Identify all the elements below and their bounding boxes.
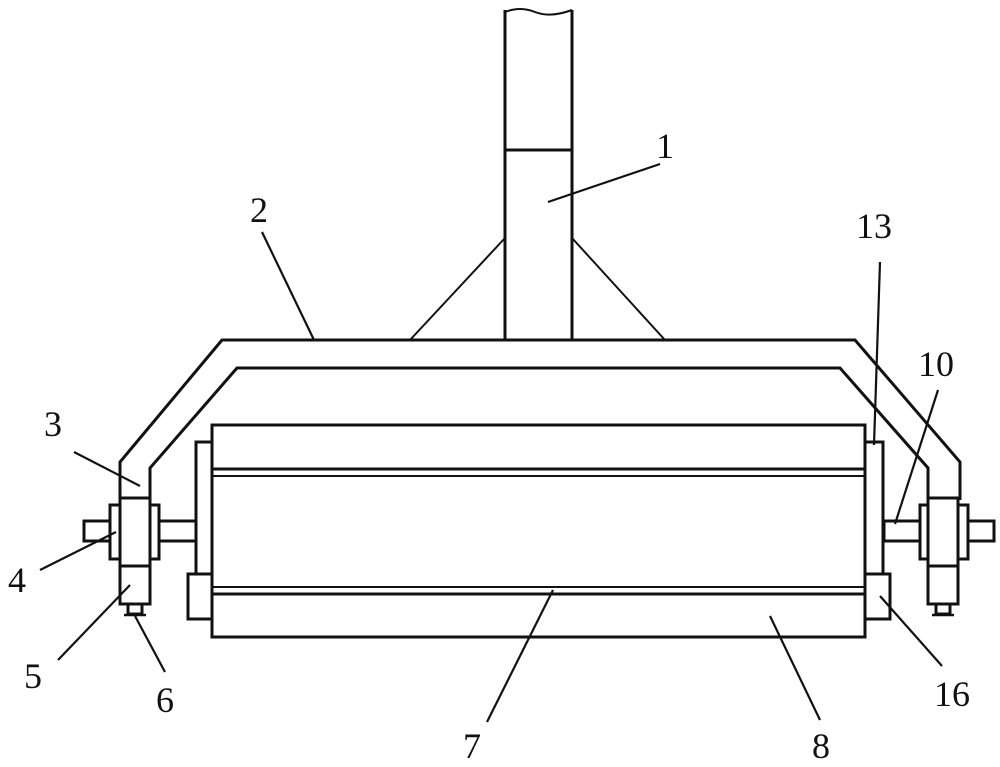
left-caster	[126, 602, 144, 616]
leader-6	[134, 615, 166, 673]
callout-8: 8	[812, 726, 830, 766]
leader-lines	[39, 162, 943, 723]
callout-10: 10	[918, 344, 954, 384]
roller-body	[210, 423, 867, 639]
right-hub-assembly	[882, 496, 996, 617]
handle-braces	[409, 237, 666, 341]
leader-10	[893, 389, 940, 525]
callout-1: 1	[656, 126, 674, 166]
callout-16: 16	[934, 674, 970, 714]
left-hub-assembly	[82, 496, 198, 617]
leader-7	[486, 589, 554, 723]
leader-16	[879, 595, 943, 667]
leader-2	[261, 231, 315, 341]
callout-5: 5	[24, 656, 42, 696]
handle-pole	[503, 8, 574, 340]
frame	[118, 338, 962, 500]
leader-5	[57, 584, 131, 661]
roller-drum	[210, 423, 867, 639]
left-bearing-block	[118, 496, 152, 568]
callout-4: 4	[8, 560, 26, 600]
left-wheel-housing	[118, 564, 152, 606]
callout-2: 2	[250, 190, 268, 230]
leader-4	[39, 531, 117, 571]
right-bearing-block	[926, 496, 960, 568]
right-flange-upper	[863, 440, 885, 579]
leader-13	[872, 261, 882, 446]
callout-3: 3	[44, 404, 62, 444]
callout-13: 13	[856, 206, 892, 246]
leader-3	[73, 451, 141, 487]
callout-6: 6	[156, 680, 174, 720]
right-flange-lower	[863, 572, 892, 621]
left-flange-upper	[194, 440, 214, 579]
right-caster	[934, 602, 952, 616]
leader-8	[769, 615, 821, 721]
callout-7: 7	[463, 726, 481, 766]
left-flange-lower	[186, 572, 214, 621]
right-wheel-housing	[926, 564, 960, 606]
callout-labels: 1 2 3 4 5 6 7 8 10 13 16	[8, 126, 970, 766]
leader-1	[547, 162, 661, 204]
